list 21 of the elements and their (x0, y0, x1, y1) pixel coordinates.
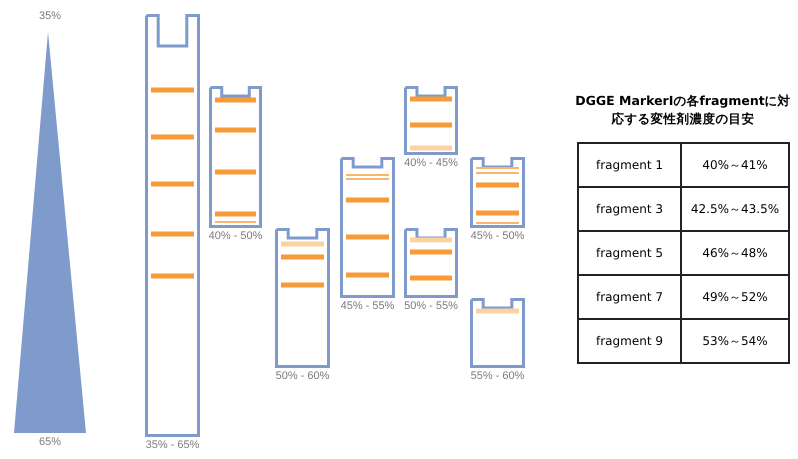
concentration-range-label: 40% - 45% (404, 157, 458, 169)
concentration-label: 35% (38, 10, 62, 22)
concentration-range-label: 40% - 50% (208, 230, 262, 242)
concentration-range: 49%～52% (681, 275, 789, 319)
fragment-name: fragment 7 (578, 275, 681, 319)
fragment-name: fragment 5 (578, 231, 681, 275)
concentration-range-label: 35% - 65% (146, 439, 200, 451)
concentration-label: 65% (38, 436, 62, 448)
fragment-name: fragment 9 (578, 319, 681, 363)
concentration-range-label: 55% - 60% (470, 370, 524, 382)
concentration-range-label: 50% - 60% (276, 370, 330, 382)
concentration-range-label: 45% - 55% (340, 300, 394, 312)
concentration-range-label: 45% - 50% (470, 230, 524, 242)
fragment-name: fragment 1 (578, 143, 681, 187)
concentration-range: 40%～41% (681, 143, 789, 187)
concentration-range: 42.5%～43.5% (681, 187, 789, 231)
concentration-range-label: 50% - 55% (404, 300, 458, 312)
concentration-range: 53%～54% (681, 319, 789, 363)
fragment-name: fragment 3 (578, 187, 681, 231)
concentration-range: 46%～48% (681, 231, 789, 275)
table-title: DGGE MarkerIの各fragmentに対応する変性剤濃度の目安 (574, 92, 792, 128)
